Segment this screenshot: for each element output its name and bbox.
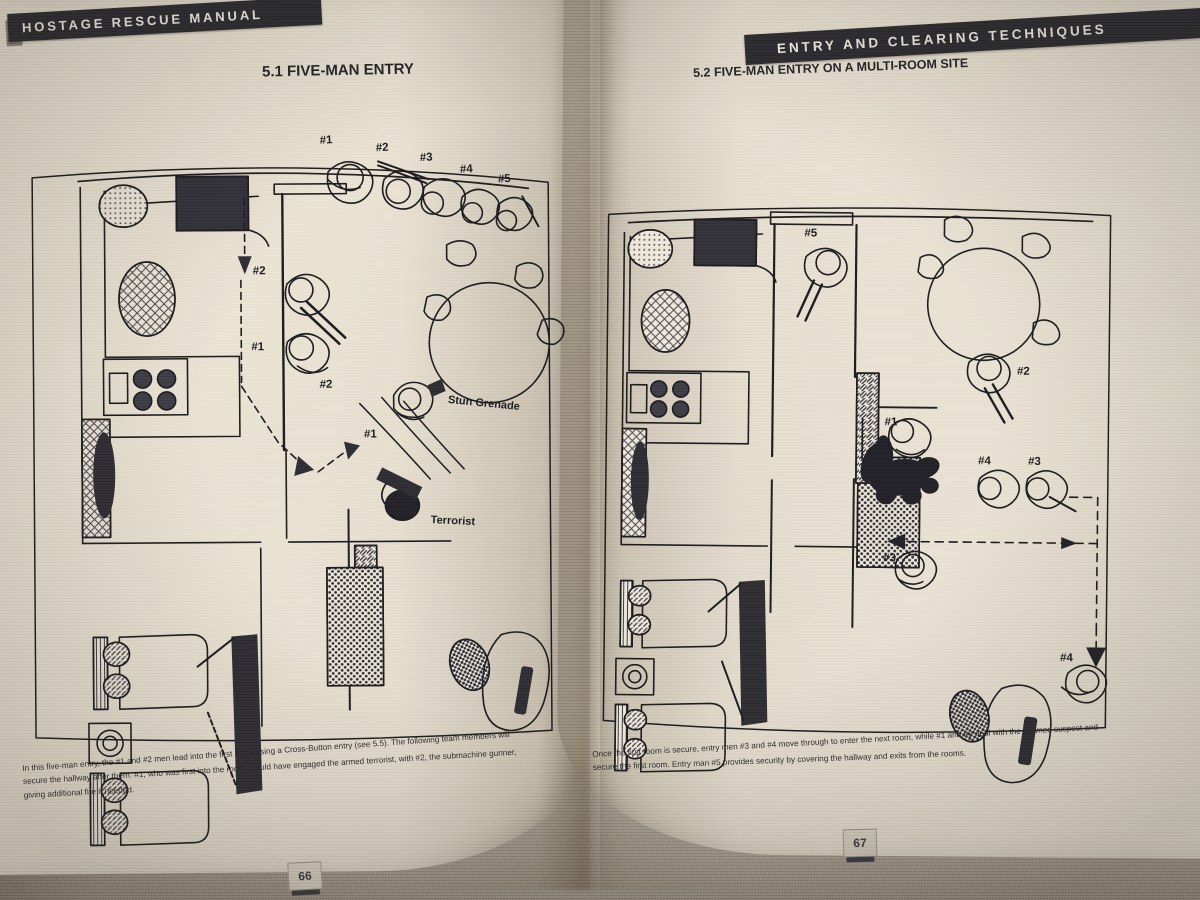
- floorplan-5-2: #5 #2 #1 #4 #3 #3 #4: [602, 207, 1112, 784]
- left-page-heading: 5.1 FIVE-MAN ENTRY: [261, 60, 415, 81]
- label-stack-4: #4: [460, 163, 474, 176]
- operator-3-right-upper: [1025, 470, 1077, 513]
- operator-5-right: [796, 247, 848, 322]
- label-op-3b: #3: [883, 552, 896, 564]
- label-interior-2b: #2: [320, 379, 333, 391]
- figure-border: [602, 207, 1112, 734]
- operator-1-right: [887, 418, 932, 459]
- operator-2-right: [966, 353, 1014, 424]
- label-stack-2: #2: [375, 142, 388, 155]
- annotation-stun-grenade: Stun Grenade: [447, 394, 520, 413]
- label-op-4b: #4: [1060, 652, 1074, 664]
- operator-interior-2: [284, 273, 347, 345]
- right-figure-labels: #5 #2 #1 #4 #3 #3 #4: [804, 227, 1074, 664]
- label-op-2: #2: [1017, 366, 1030, 378]
- operator-interior-1: [285, 332, 330, 374]
- label-interior-1a: #1: [251, 341, 264, 353]
- operator-4-right: [977, 469, 1021, 509]
- annotation-terrorist: Terrorist: [430, 514, 475, 528]
- label-op-1: #1: [884, 416, 898, 428]
- page-number-right: 67: [842, 828, 878, 858]
- operator-3-left: [420, 178, 466, 218]
- floorplan-5-1: #1 #2 #3 #4 #5 #2 #1 #1 #2 Stun Grenade …: [31, 134, 565, 847]
- figure-border: [31, 167, 553, 742]
- left-page-figure: #1 #2 #3 #4 #5 #2 #1 #1 #2 Stun Grenade …: [28, 134, 565, 847]
- label-interior-2a: #2: [253, 265, 266, 277]
- label-interior-1b: #1: [364, 428, 377, 440]
- label-stack-5: #5: [498, 173, 512, 186]
- label-op-5: #5: [804, 227, 818, 239]
- right-page-figure: #5 #2 #1 #4 #3 #3 #4: [597, 192, 1118, 784]
- label-op-4: #4: [978, 455, 992, 467]
- operator-4-bottom-right: [1060, 664, 1108, 704]
- operator-4-left: [460, 188, 501, 225]
- page-number-left: 66: [287, 861, 323, 891]
- operator-1-left: [326, 160, 374, 205]
- operator-3-right-lower: [894, 550, 938, 590]
- label-stack-3: #3: [419, 151, 432, 164]
- label-stack-1: #1: [319, 134, 333, 147]
- label-op-3a: #3: [1028, 456, 1041, 468]
- operator-2-left: [377, 160, 430, 210]
- operator-5-left: [495, 195, 540, 232]
- downed-suspect: [860, 435, 940, 505]
